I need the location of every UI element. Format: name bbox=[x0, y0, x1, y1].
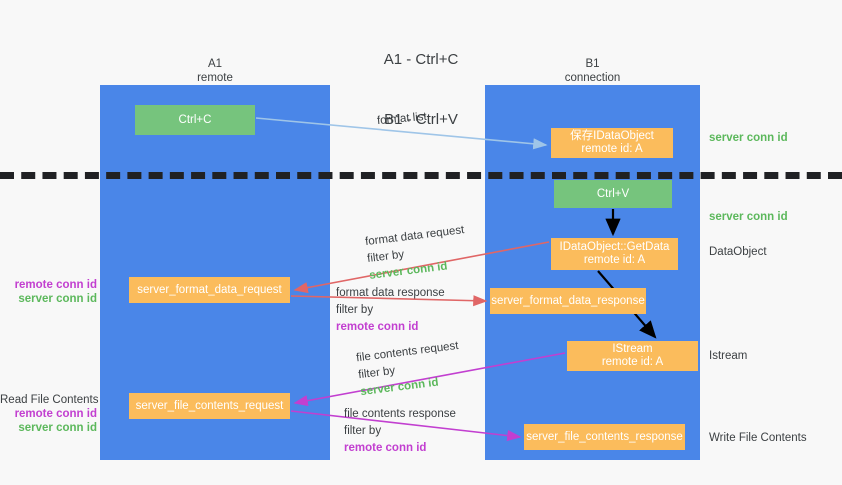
label-remote-conn-id-2: remote conn id bbox=[14, 408, 97, 420]
box-ctrl-v[interactable]: Ctrl+V bbox=[554, 180, 672, 208]
box-server-file-contents-request[interactable]: server_file_contents_request bbox=[129, 393, 290, 419]
annotation-format-data-response: format data response filter by remote co… bbox=[336, 285, 445, 336]
box-server-file-contents-response[interactable]: server_file_contents_response bbox=[524, 424, 685, 450]
label-remote-conn-id-1: remote conn id bbox=[14, 279, 97, 291]
arrow-file-contents-response bbox=[290, 410, 522, 442]
box-istream[interactable]: IStream remote id: A bbox=[567, 341, 698, 371]
lane-header-a1: A1 remote bbox=[100, 57, 330, 85]
label-dataobject: DataObject bbox=[709, 246, 767, 258]
title-line-2: B1 - Ctrl+V bbox=[384, 111, 458, 128]
label-server-conn-id-left-1: server conn id bbox=[18, 293, 97, 305]
annotation-file-contents-response-text: file contents response bbox=[344, 408, 456, 420]
box-save-idataobject-line2: remote id: A bbox=[581, 143, 643, 155]
filter-prefix: filter by bbox=[336, 304, 374, 316]
lane-header-b1: B1 connection bbox=[485, 57, 700, 85]
arrow-format-data-response bbox=[290, 295, 488, 307]
filter-prefix: filter by bbox=[344, 425, 382, 437]
box-getdata-line2: remote id: A bbox=[583, 254, 646, 266]
box-save-idataobject[interactable]: 保存IDataObject remote id: A bbox=[551, 128, 673, 158]
box-server-format-data-request[interactable]: server_format_data_request bbox=[129, 277, 290, 303]
arrow-file-contents-request bbox=[293, 352, 566, 407]
box-server-file-contents-request-label: server_file_contents_request bbox=[135, 399, 284, 412]
arrow-format-list bbox=[255, 117, 548, 150]
box-server-format-data-request-label: server_format_data_request bbox=[137, 283, 282, 296]
lane-a-subtitle: remote bbox=[197, 72, 233, 84]
box-getdata-line1: IDataObject::GetData bbox=[559, 241, 670, 253]
arrow-format-data-request bbox=[293, 241, 550, 294]
annotation-file-contents-response-filter: filter by remote conn id bbox=[344, 423, 456, 457]
label-server-conn-id-second: server conn id bbox=[709, 211, 788, 223]
box-istream-line1: IStream bbox=[612, 343, 653, 355]
label-group-file-contents: Read File Contents remote conn id server… bbox=[0, 393, 99, 435]
page-title: A1 - Ctrl+C B1 - Ctrl+V bbox=[0, 10, 842, 170]
lane-b-title: B1 bbox=[585, 58, 600, 70]
label-read-file-contents: Read File Contents bbox=[0, 394, 99, 406]
label-server-conn-id-top: server conn id bbox=[709, 132, 788, 144]
box-server-format-data-response-label: server_format_data_response bbox=[491, 294, 645, 307]
box-server-format-data-response[interactable]: server_format_data_response bbox=[490, 288, 646, 314]
lane-a-title: A1 bbox=[207, 58, 223, 70]
phase-separator bbox=[0, 172, 842, 179]
box-ctrl-c-label: Ctrl+C bbox=[178, 113, 212, 126]
box-ctrl-c[interactable]: Ctrl+C bbox=[135, 105, 255, 135]
label-write-file-contents: Write File Contents bbox=[709, 432, 807, 444]
label-group-format-data: remote conn id server conn id bbox=[0, 278, 97, 306]
box-ctrl-v-label: Ctrl+V bbox=[596, 187, 630, 200]
box-idataobject-getdata[interactable]: IDataObject::GetData remote id: A bbox=[551, 238, 678, 270]
lane-b-subtitle: connection bbox=[564, 72, 621, 84]
filter-value: remote conn id bbox=[344, 442, 427, 454]
filter-value: remote conn id bbox=[336, 321, 419, 333]
annotation-format-data-response-filter: filter by remote conn id bbox=[336, 302, 445, 336]
box-save-idataobject-line1: 保存IDataObject bbox=[570, 130, 654, 142]
title-line-1: A1 - Ctrl+C bbox=[383, 51, 459, 68]
annotation-format-data-response-text: format data response bbox=[336, 287, 445, 299]
label-server-conn-id-left-2: server conn id bbox=[18, 422, 97, 434]
annotation-file-contents-response: file contents response filter by remote … bbox=[344, 406, 456, 457]
label-istream: Istream bbox=[709, 350, 748, 362]
box-server-file-contents-response-label: server_file_contents_response bbox=[526, 430, 683, 443]
box-istream-line2: remote id: A bbox=[601, 356, 664, 368]
